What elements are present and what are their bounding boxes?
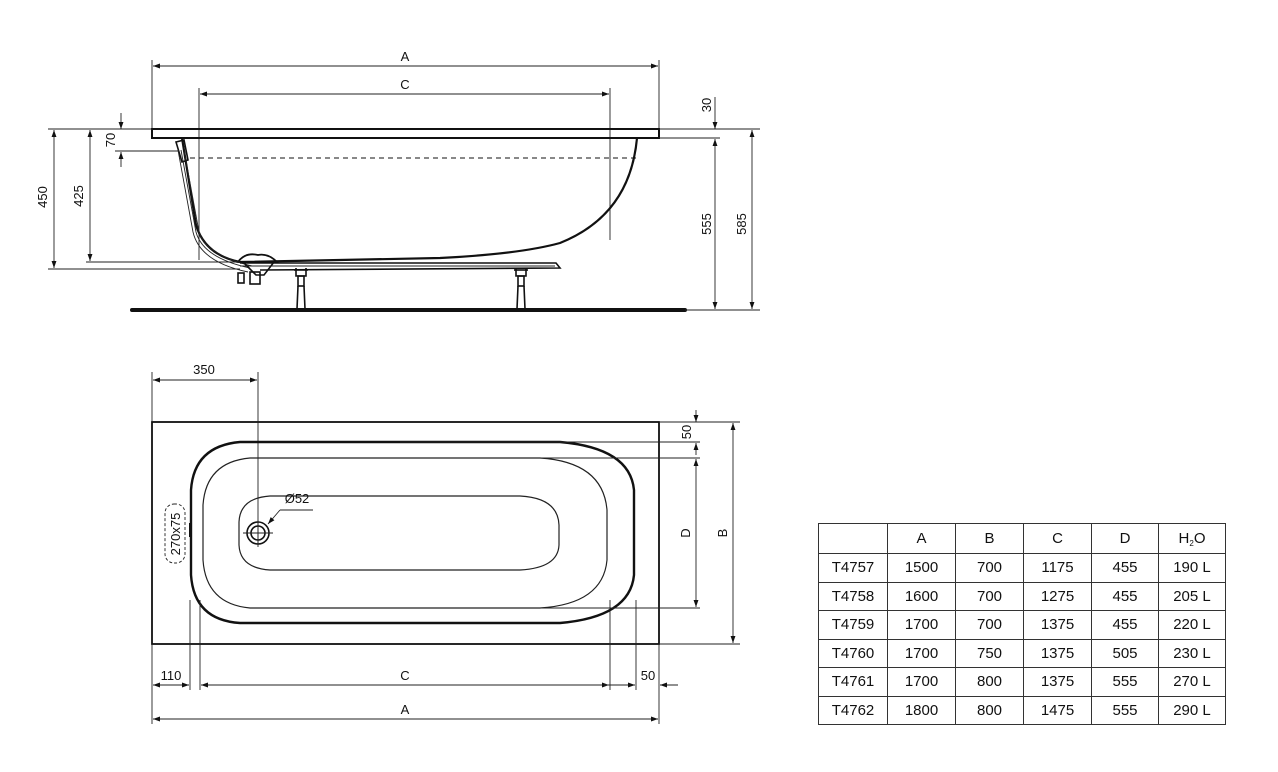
svg-text:555: 555: [699, 213, 714, 235]
label-c-top: C: [400, 77, 409, 92]
header-a: A: [887, 523, 956, 554]
access-panel-marker: 270x75: [164, 503, 192, 564]
table-row: T4762 1800 800 1475 555 290 L: [818, 695, 1226, 725]
dimension-50-top: 50: [679, 410, 699, 455]
cell-c: 1475: [1023, 695, 1092, 725]
tub-leg-left: [294, 268, 308, 310]
cell-b: 700: [955, 581, 1024, 611]
svg-text:A: A: [401, 702, 410, 717]
cell-h2o: 205 L: [1158, 581, 1226, 611]
cell-d: 455: [1091, 581, 1159, 611]
cell-c: 1175: [1023, 553, 1092, 583]
cell-b: 800: [955, 695, 1024, 725]
header-c: C: [1023, 523, 1092, 554]
dimension-d: D: [678, 459, 699, 607]
cell-b: 750: [955, 638, 1024, 668]
dimension-450: 450: [35, 130, 57, 268]
tub-outline: [151, 421, 660, 645]
dimension-425: 425: [71, 130, 93, 261]
svg-text:50: 50: [679, 425, 694, 439]
dimension-555-side: 555: [699, 139, 718, 309]
tub-rim: [151, 128, 660, 139]
overflow-waste-pipe: [174, 139, 280, 285]
table-row: T4758 1600 700 1275 455 205 L: [818, 581, 1226, 611]
tub-leg-right: [514, 268, 528, 310]
cell-h2o: 190 L: [1158, 553, 1226, 583]
cell-model: T4761: [818, 667, 888, 697]
dimension-585: 585: [734, 130, 755, 309]
header-model: [818, 523, 888, 554]
svg-text:D: D: [678, 528, 693, 537]
dimensions-table: A B C D H2O T4757 1500 700 1175 455 190 …: [818, 523, 1226, 725]
svg-text:50: 50: [641, 668, 655, 683]
svg-text:30: 30: [699, 98, 714, 112]
header-d: D: [1091, 523, 1159, 554]
svg-text:110: 110: [161, 668, 182, 683]
cell-model: T4757: [818, 553, 888, 583]
side-view: A C: [35, 49, 760, 312]
cell-a: 1700: [887, 610, 956, 640]
table-header-row: A B C D H2O: [818, 523, 1226, 554]
cell-h2o: 230 L: [1158, 638, 1226, 668]
dimension-a-top: A: [151, 49, 660, 130]
cell-d: 555: [1091, 667, 1159, 697]
cell-a: 1700: [887, 638, 956, 668]
cell-b: 800: [955, 667, 1024, 697]
dimension-50-bottom: 50: [604, 668, 678, 688]
cell-c: 1375: [1023, 610, 1092, 640]
cell-model: T4759: [818, 610, 888, 640]
dimension-30: 30: [699, 97, 718, 129]
cell-model: T4760: [818, 638, 888, 668]
cell-c: 1375: [1023, 667, 1092, 697]
label-drain-diameter: Ø52: [285, 491, 310, 506]
table-row: T4759 1700 700 1375 455 220 L: [818, 610, 1226, 640]
svg-text:450: 450: [35, 186, 50, 208]
dimension-70: 70: [103, 113, 124, 167]
cell-a: 1700: [887, 667, 956, 697]
svg-text:585: 585: [734, 213, 749, 235]
tub-body: [180, 137, 639, 264]
svg-text:C: C: [400, 668, 409, 683]
dimension-c-bottom: C: [201, 668, 609, 688]
cell-a: 1600: [887, 581, 956, 611]
dimension-c-top: C: [198, 77, 611, 260]
drain-symbol: Ø52: [243, 491, 313, 547]
dimension-110: 110: [153, 668, 189, 688]
cell-d: 455: [1091, 553, 1159, 583]
svg-text:B: B: [715, 529, 730, 538]
svg-text:425: 425: [71, 185, 86, 207]
svg-text:270x75: 270x75: [168, 513, 183, 556]
cell-model: T4758: [818, 581, 888, 611]
cell-d: 555: [1091, 695, 1159, 725]
cell-c: 1375: [1023, 638, 1092, 668]
cell-b: 700: [955, 553, 1024, 583]
table-row: T4761 1700 800 1375 555 270 L: [818, 667, 1226, 697]
cell-h2o: 220 L: [1158, 610, 1226, 640]
dimension-a-bottom: A: [153, 702, 658, 722]
svg-text:350: 350: [193, 362, 215, 377]
table-row: T4757 1500 700 1175 455 190 L: [818, 553, 1226, 583]
dimension-b: B: [715, 423, 736, 643]
header-h2o: H2O: [1158, 523, 1226, 554]
cell-model: T4762: [818, 695, 888, 725]
cell-d: 505: [1091, 638, 1159, 668]
cell-c: 1275: [1023, 581, 1092, 611]
cell-a: 1800: [887, 695, 956, 725]
cell-b: 700: [955, 610, 1024, 640]
cell-h2o: 290 L: [1158, 695, 1226, 725]
label-a-top: A: [401, 49, 410, 64]
top-view: 350 Ø52 270x75: [151, 362, 740, 724]
cell-h2o: 270 L: [1158, 667, 1226, 697]
header-b: B: [955, 523, 1024, 554]
svg-text:70: 70: [103, 133, 118, 147]
cell-d: 455: [1091, 610, 1159, 640]
cell-a: 1500: [887, 553, 956, 583]
table-row: T4760 1700 750 1375 505 230 L: [818, 638, 1226, 668]
